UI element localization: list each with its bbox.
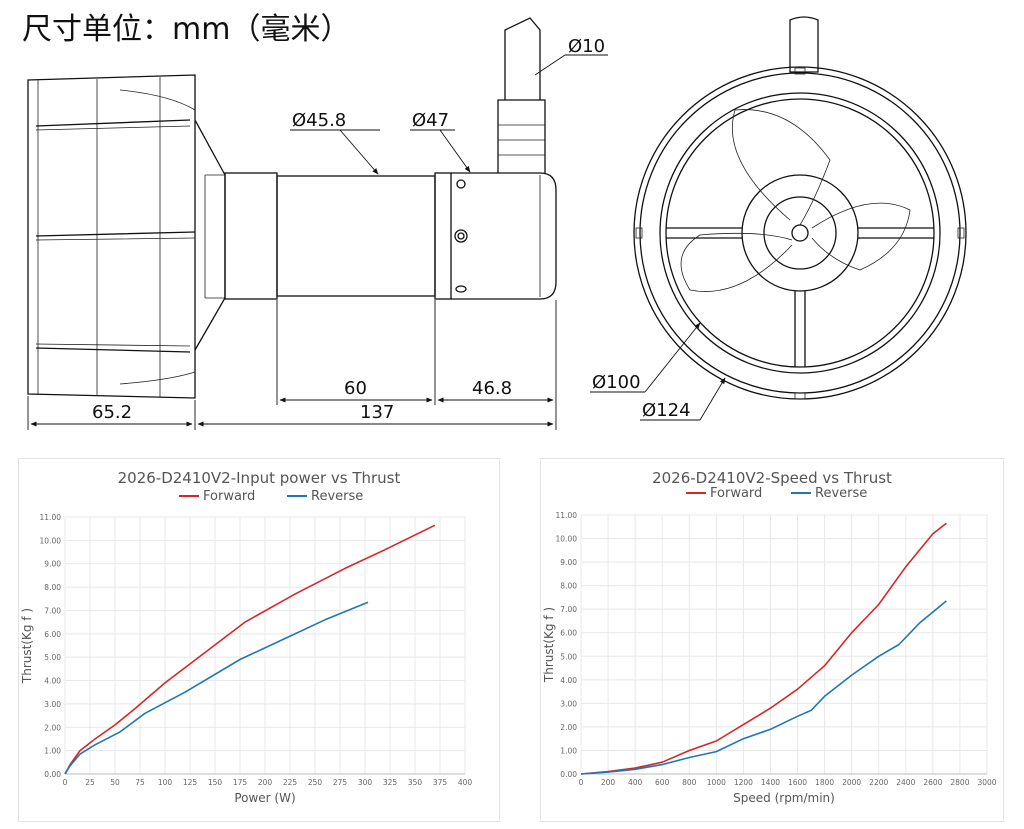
duct-side-view bbox=[27, 74, 226, 399]
y-tick-label: 11.00 bbox=[40, 513, 62, 522]
y-tick-label: 0.00 bbox=[560, 770, 577, 779]
legend-label-reverse: Reverse bbox=[815, 486, 867, 501]
x-tick-label: 0 bbox=[579, 778, 584, 787]
x-tick-label: 325 bbox=[383, 778, 398, 787]
dim-46-8: 46.8 bbox=[472, 378, 512, 399]
y-tick-label: 2.00 bbox=[560, 723, 577, 732]
y-tick-label: 0.00 bbox=[44, 770, 61, 779]
y-tick-label: 7.00 bbox=[44, 606, 61, 615]
x-tick-label: 300 bbox=[358, 778, 373, 787]
x-tick-label: 2000 bbox=[842, 778, 861, 787]
x-tick-label: 2800 bbox=[950, 778, 969, 787]
x-tick-label: 600 bbox=[655, 778, 670, 787]
y-tick-label: 2.00 bbox=[44, 723, 61, 732]
dim-d124: Ø124 bbox=[642, 400, 691, 421]
dim-65-2: 65.2 bbox=[92, 402, 132, 423]
dim-d47: Ø47 bbox=[412, 110, 449, 131]
y-tick-label: 1.00 bbox=[44, 747, 61, 756]
y-tick-label: 9.00 bbox=[560, 558, 577, 567]
y-tick-label: 7.00 bbox=[560, 605, 577, 614]
x-tick-label: 2200 bbox=[869, 778, 888, 787]
x-tick-label: 1400 bbox=[761, 778, 780, 787]
x-tick-label: 225 bbox=[283, 778, 298, 787]
x-tick-label: 1800 bbox=[815, 778, 834, 787]
thruster-drawing: Ø10 Ø45.8 Ø47 60 46.8 65.2 137 bbox=[27, 16, 967, 430]
front-view bbox=[633, 16, 967, 400]
power-thrust-chart: 2026-D2410V2-Input power vs ThrustForwar… bbox=[20, 469, 473, 805]
x-tick-label: 150 bbox=[208, 778, 223, 787]
series-line-reverse bbox=[580, 600, 947, 775]
side-dimensions: Ø10 Ø45.8 Ø47 60 46.8 65.2 137 bbox=[27, 36, 608, 430]
x-tick-label: 0 bbox=[63, 778, 68, 787]
series-line-reverse bbox=[64, 601, 369, 775]
x-tick-label: 2400 bbox=[896, 778, 915, 787]
x-tick-label: 200 bbox=[601, 778, 616, 787]
x-tick-label: 50 bbox=[110, 778, 120, 787]
dim-d45-8: Ø45.8 bbox=[292, 110, 346, 131]
x-tick-label: 250 bbox=[308, 778, 323, 787]
x-tick-label: 100 bbox=[158, 778, 173, 787]
series-line-forward bbox=[580, 522, 947, 775]
legend-label-forward: Forward bbox=[203, 489, 255, 504]
y-tick-label: 4.00 bbox=[44, 677, 61, 686]
x-tick-label: 1600 bbox=[788, 778, 807, 787]
motor-side-view bbox=[224, 17, 557, 300]
y-tick-label: 5.00 bbox=[44, 653, 61, 662]
x-tick-label: 1200 bbox=[734, 778, 753, 787]
y-tick-label: 6.00 bbox=[560, 629, 577, 638]
y-tick-label: 3.00 bbox=[44, 700, 61, 709]
dim-d10: Ø10 bbox=[568, 36, 605, 57]
chart-title: 2026-D2410V2-Input power vs Thrust bbox=[118, 469, 401, 487]
x-tick-label: 75 bbox=[135, 778, 145, 787]
x-axis-label: Power (W) bbox=[234, 791, 295, 805]
y-tick-label: 5.00 bbox=[560, 652, 577, 661]
x-tick-label: 275 bbox=[333, 778, 348, 787]
x-tick-label: 400 bbox=[458, 778, 473, 787]
y-tick-label: 8.00 bbox=[560, 582, 577, 591]
y-tick-label: 4.00 bbox=[560, 676, 577, 685]
x-tick-label: 3000 bbox=[977, 778, 996, 787]
y-axis-label: Thrust(Kg f ) bbox=[20, 608, 34, 684]
y-tick-label: 6.00 bbox=[44, 630, 61, 639]
x-tick-label: 2600 bbox=[923, 778, 942, 787]
legend-label-forward: Forward bbox=[710, 486, 762, 501]
y-tick-label: 10.00 bbox=[556, 535, 578, 544]
x-tick-label: 800 bbox=[682, 778, 697, 787]
series-line-forward bbox=[64, 524, 436, 775]
chart-title: 2026-D2410V2-Speed vs Thrust bbox=[652, 469, 892, 487]
x-tick-label: 375 bbox=[433, 778, 448, 787]
legend-label-reverse: Reverse bbox=[311, 489, 363, 504]
dim-137: 137 bbox=[360, 402, 394, 423]
x-tick-label: 125 bbox=[183, 778, 198, 787]
y-tick-label: 10.00 bbox=[40, 536, 62, 545]
x-tick-label: 175 bbox=[233, 778, 248, 787]
dim-d100: Ø100 bbox=[592, 372, 641, 393]
page-title: 尺寸单位：mm（毫米） bbox=[22, 12, 351, 47]
y-tick-label: 8.00 bbox=[44, 583, 61, 592]
front-dimensions: Ø100 Ø124 bbox=[590, 322, 726, 421]
x-tick-label: 25 bbox=[85, 778, 95, 787]
x-tick-label: 200 bbox=[258, 778, 273, 787]
dim-60: 60 bbox=[344, 378, 367, 399]
y-tick-label: 3.00 bbox=[560, 699, 577, 708]
y-tick-label: 11.00 bbox=[556, 511, 578, 520]
y-axis-label: Thrust(Kg f ) bbox=[542, 607, 556, 683]
y-tick-label: 9.00 bbox=[44, 560, 61, 569]
y-tick-label: 1.00 bbox=[560, 746, 577, 755]
x-tick-label: 1000 bbox=[707, 778, 726, 787]
x-tick-label: 350 bbox=[408, 778, 423, 787]
x-axis-label: Speed (rpm/min) bbox=[733, 791, 835, 805]
x-tick-label: 400 bbox=[628, 778, 643, 787]
